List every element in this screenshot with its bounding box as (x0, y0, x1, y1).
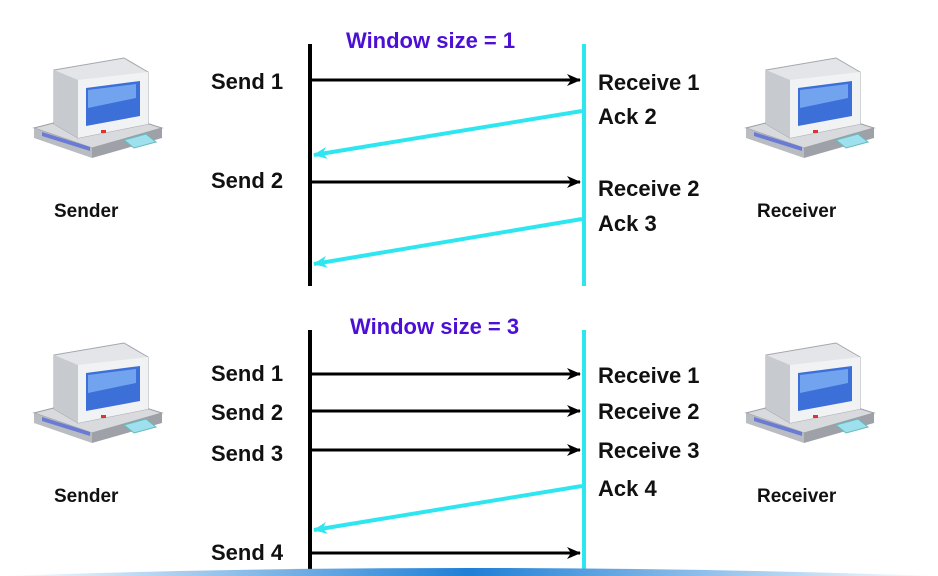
send-label: Send 1 (211, 361, 284, 386)
ack-label: Ack 4 (598, 476, 657, 501)
sender-label: Sender (54, 486, 119, 507)
desktop-computer-icon (744, 57, 876, 158)
ack-4-arrow (313, 484, 583, 534)
sender-label: Sender (54, 201, 119, 222)
send-label: Send 3 (211, 441, 284, 466)
desktop-computer-icon (32, 57, 164, 158)
receive-label: Receive 2 (598, 399, 700, 424)
send-label: Send 4 (211, 540, 284, 565)
send-label: Send 2 (211, 168, 284, 193)
bottom-decorative-band (0, 568, 938, 576)
desktop-computer-icon (32, 342, 164, 443)
send-label: Send 1 (211, 69, 284, 94)
receive-label: Receive 3 (598, 438, 700, 463)
window-size-title: Window size = 3 (350, 314, 520, 339)
desktop-computer-icon (744, 342, 876, 443)
ack-3-arrow (313, 217, 583, 268)
receiver-label: Receiver (757, 201, 837, 222)
window-size-title: Window size = 1 (346, 28, 516, 53)
ack-2-arrow (313, 109, 583, 159)
ack-label: Ack 2 (598, 104, 657, 129)
ack-label: Ack 3 (598, 211, 657, 236)
send-label: Send 2 (211, 400, 284, 425)
receive-label: Receive 2 (598, 176, 700, 201)
receive-label: Receive 1 (598, 70, 700, 95)
receiver-label: Receiver (757, 486, 837, 507)
receive-label: Receive 1 (598, 363, 700, 388)
